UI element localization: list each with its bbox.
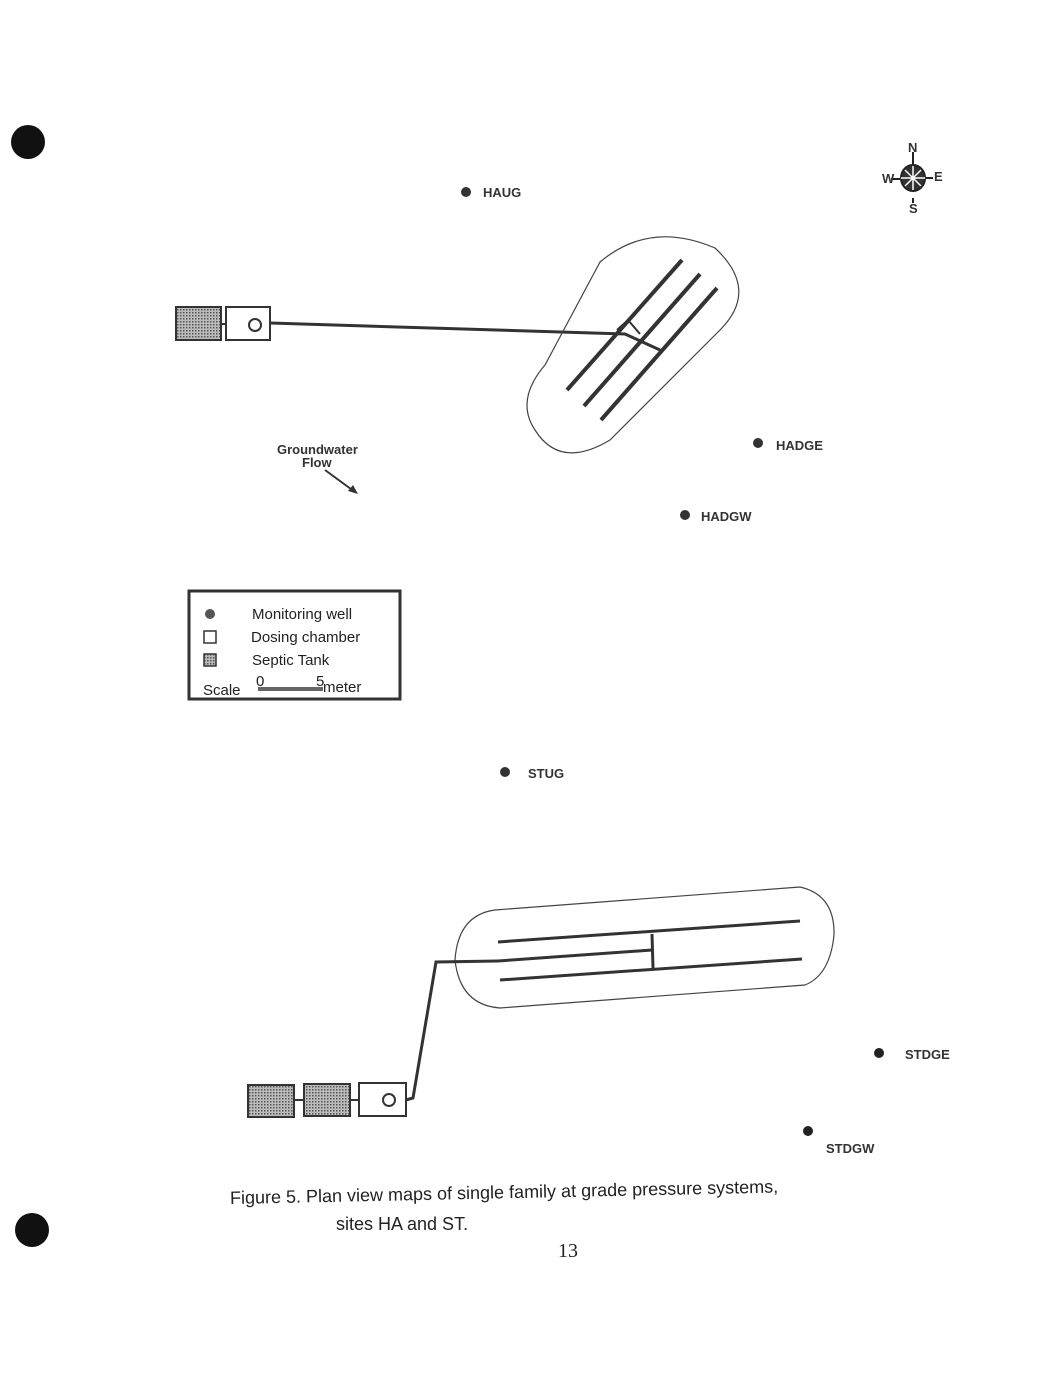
legend-scale-unit: meter: [323, 679, 361, 696]
drainfield-st: [454, 886, 835, 1009]
legend-scale-start: 0: [256, 673, 264, 690]
page-number: 13: [558, 1240, 578, 1262]
monitoring-well-stug: [500, 767, 510, 777]
legend-scale-label: Scale: [203, 682, 241, 699]
well-label-stug: STUG: [528, 766, 564, 781]
well-label-stdgw: STDGW: [826, 1141, 875, 1156]
well-label-hadge: HADGE: [776, 438, 823, 453]
well-label-stdge: STDGE: [905, 1047, 950, 1062]
binder-hole: [15, 1213, 49, 1247]
septic-tank-st-2: [303, 1083, 351, 1117]
pipe-ha: [269, 321, 661, 352]
monitoring-well-stdge: [874, 1048, 884, 1058]
well-label-hadgw: HADGW: [701, 509, 752, 524]
monitoring-well-hadgw: [680, 510, 690, 520]
binder-hole: [11, 125, 45, 159]
monitoring-well-stdgw: [803, 1126, 813, 1136]
legend-dosing-chamber: Dosing chamber: [251, 629, 360, 646]
flow-arrow-icon: [324, 469, 358, 494]
drainfield-ha: [526, 236, 740, 454]
septic-tank-st-1: [247, 1084, 295, 1118]
compass-s: S: [909, 201, 918, 216]
septic-tank-ha: [175, 306, 222, 341]
compass-w: W: [882, 171, 895, 186]
groundwater-label-2: Flow: [302, 455, 332, 470]
well-label-haug: HAUG: [483, 185, 521, 200]
compass-e: E: [934, 169, 943, 184]
figure-caption-line2: sites HA and ST.: [336, 1214, 469, 1234]
legend-septic-tank: Septic Tank: [252, 652, 330, 669]
compass-n: N: [908, 140, 917, 155]
compass-rose-icon: [891, 152, 933, 203]
legend-monitoring-well: Monitoring well: [252, 606, 352, 623]
dosing-chamber-ha: [225, 306, 271, 341]
pipe-st: [405, 959, 499, 1102]
legend: [187, 589, 402, 701]
groundwater-label: Groundwater: [277, 442, 358, 457]
legend-scale-end: 5: [316, 673, 324, 690]
monitoring-well-hadge: [753, 438, 763, 448]
monitoring-well-haug: [461, 187, 471, 197]
